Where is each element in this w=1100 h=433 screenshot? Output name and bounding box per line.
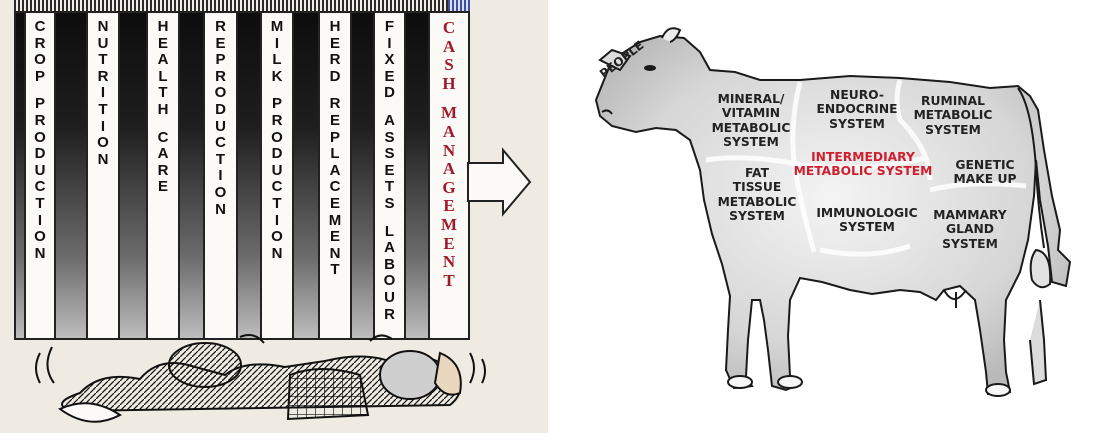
system-label-line: GLAND	[925, 222, 1015, 236]
system-label-line: METABOLIC SYSTEM	[788, 164, 938, 178]
cow-hind-leg	[1030, 300, 1046, 384]
system-label-line: SYSTEM	[712, 209, 802, 223]
output-arrow	[0, 0, 548, 340]
system-label-line: METABOLIC	[712, 195, 802, 209]
system-label-line: MAKE UP	[945, 172, 1025, 186]
system-label-line: MINERAL/	[703, 92, 799, 106]
system-label-line: GENETIC	[945, 158, 1025, 172]
cow-hoof	[728, 376, 752, 388]
system-label-line: SYSTEM	[925, 237, 1015, 251]
system-label-line: SYSTEM	[812, 117, 902, 131]
cow-hoof	[986, 384, 1010, 396]
system-label-line: SYSTEM	[703, 135, 799, 149]
system-label-line: METABOLIC	[905, 108, 1001, 122]
cow-tail-switch	[1031, 250, 1051, 287]
system-label-line: ENDOCRINE	[812, 102, 902, 116]
system-label-line: IMMUNOLOGIC	[812, 206, 922, 220]
cow-udder	[944, 290, 966, 308]
system-label-line: SYSTEM	[905, 123, 1001, 137]
system-label-line: NEURO-	[812, 88, 902, 102]
cow-hoof	[778, 376, 802, 388]
cow-eye	[644, 65, 656, 71]
system-label-line: RUMINAL	[905, 94, 1001, 108]
system-label-line: SYSTEM	[812, 220, 922, 234]
system-label-line: TISSUE	[712, 180, 802, 194]
sleeping-farmer-illustration	[0, 333, 548, 433]
system-label-line: VITAMIN	[703, 106, 799, 120]
system-label-line: FAT	[712, 166, 802, 180]
system-label-line: METABOLIC	[703, 121, 799, 135]
arrow-icon	[468, 150, 530, 214]
system-label-line: MAMMARY	[925, 208, 1015, 222]
system-label-line: INTERMEDIARY	[788, 150, 938, 164]
